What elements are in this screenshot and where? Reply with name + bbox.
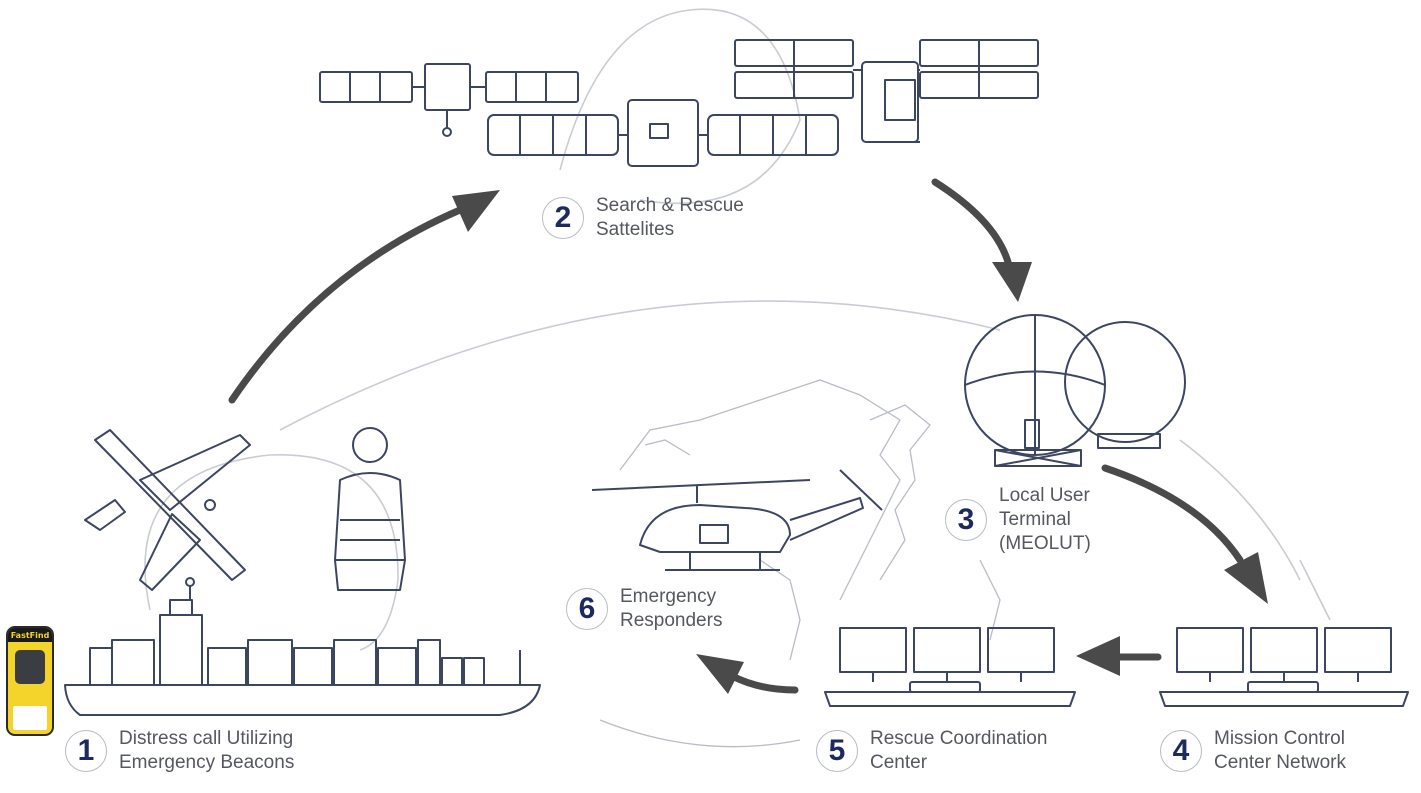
step-number: 5 <box>816 730 858 772</box>
arrow-1-to-2 <box>228 206 464 404</box>
step-2: 2 Search & Rescue Sattelites <box>542 194 744 242</box>
step-label: Emergency Responders <box>620 586 723 631</box>
arrow-2-to-3 <box>931 178 1012 266</box>
step-label: Distress call Utilizing Emergency Beacon… <box>119 728 295 773</box>
airplane-icon <box>84 429 251 591</box>
step-label: Rescue Coordination Center <box>870 728 1048 773</box>
step-number: 2 <box>542 197 584 239</box>
beacon-device-icon: FastFind <box>6 626 54 736</box>
cargo-ship-icon <box>64 577 541 716</box>
step-6: 6 Emergency Responders <box>566 585 722 633</box>
step-3: 3 Local User Terminal (MEOLUT) <box>945 484 1091 556</box>
helicopter-icon <box>591 469 883 571</box>
step-number: 3 <box>945 499 987 541</box>
arrow-3-to-4 <box>1101 464 1244 564</box>
step-label: Local User Terminal (MEOLUT) <box>999 485 1091 554</box>
step-1: 1 Distress call Utilizing Emergency Beac… <box>65 727 294 775</box>
person-lifevest-icon <box>334 427 406 591</box>
step-number: 1 <box>65 730 107 772</box>
step-number: 6 <box>566 588 608 630</box>
step-number: 4 <box>1160 730 1202 772</box>
radar-dome-icon <box>964 314 1186 467</box>
step-4: 4 Mission Control Center Network <box>1160 727 1346 775</box>
beacon-label <box>13 706 47 730</box>
beacon-brand: FastFind <box>8 628 52 642</box>
source-group-ring <box>144 454 399 651</box>
earth-map <box>279 300 1331 748</box>
flow-arrows <box>228 178 1268 694</box>
satellite-orbit <box>559 8 801 204</box>
step-label: Search & Rescue Sattelites <box>596 195 744 240</box>
arrow-5-to-6 <box>728 672 799 694</box>
satellite-left-icon <box>319 63 579 137</box>
rescue-center-console-icon <box>824 627 1076 707</box>
step-label: Mission Control Center Network <box>1214 728 1346 773</box>
beacon-face <box>15 650 45 684</box>
satellite-center-icon <box>487 99 839 167</box>
step-5: 5 Rescue Coordination Center <box>816 727 1047 775</box>
mission-control-console-icon <box>1159 627 1409 707</box>
satellite-right-icon <box>734 39 1039 143</box>
